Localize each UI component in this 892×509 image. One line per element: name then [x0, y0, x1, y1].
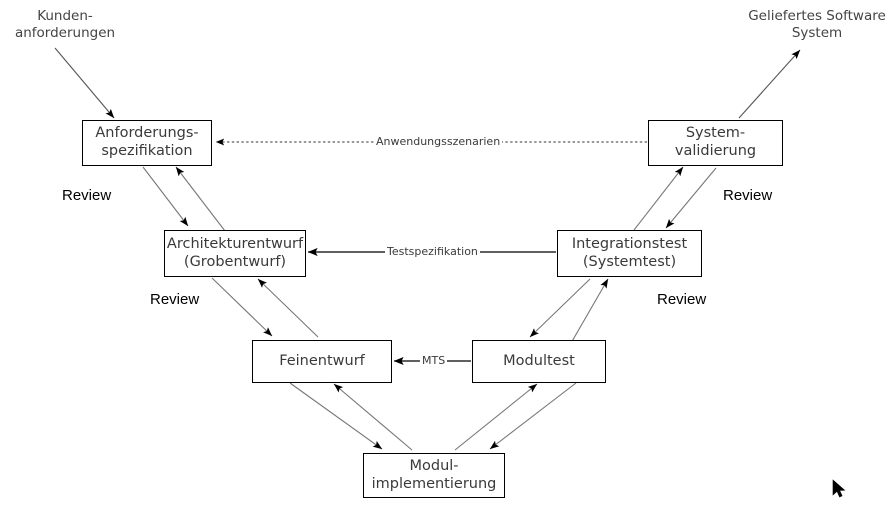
box-systemvalidierung[interactable]: System- validierung	[648, 120, 783, 166]
box-integrationstest[interactable]: Integrationstest (Systemtest)	[557, 230, 702, 277]
label-kundenanforderungen-line2: anforderungen	[14, 25, 116, 42]
review-label-left-top: Review	[62, 187, 112, 204]
arrow-feinentwurf-to-modulimplementierung	[289, 382, 383, 450]
arrow-architekturentwurf-to-anforderungsspezifikation	[175, 166, 226, 232]
box-modultest-line1: Modultest	[503, 352, 575, 369]
label-geliefertes-system-line1: Geliefertes Software	[748, 8, 886, 24]
label-geliefertes-system-line2: System	[791, 25, 843, 42]
mouse-cursor	[832, 479, 846, 498]
box-systemvalidierung-line1: System-	[685, 125, 746, 142]
edge-label-anwendungsszenarien: Anwendungsszenarien	[374, 135, 503, 148]
arrow-integrationstest-to-modultest	[529, 278, 591, 338]
box-integrationstest-line1: Integrationstest	[571, 235, 688, 252]
arrow-systemvalidierung-to-integrationstest	[665, 167, 717, 229]
review-label-right-top: Review	[723, 187, 773, 204]
box-integrationstest-line2: (Systemtest)	[582, 253, 677, 270]
box-anforderungsspezifikation-line1: Anforderungs-	[95, 125, 199, 142]
arrow-architekturentwurf-to-feinentwurf	[211, 277, 273, 337]
box-architekturentwurf-line1: Architekturentwurf	[166, 235, 304, 252]
label-kundenanforderungen: Kunden- anforderungen	[2, 8, 128, 43]
box-modulimplementierung[interactable]: Modul- implementierung	[363, 453, 505, 498]
arrow-modulimplementierung-to-modultest	[454, 383, 538, 451]
arrow-systemvalidierung-to-geliefertes-system	[738, 49, 801, 119]
review-label-right-bottom: Review	[657, 291, 707, 308]
arrow-modultest-to-modulimplementierung	[489, 382, 577, 450]
arrow-integrationstest-to-systemvalidierung	[633, 166, 684, 231]
box-modulimplementierung-line2: implementierung	[371, 475, 497, 492]
label-kundenanforderungen-line1: Kunden-	[37, 8, 93, 24]
arrow-feinentwurf-to-architekturentwurf	[257, 278, 319, 338]
box-modultest[interactable]: Modultest	[472, 340, 606, 383]
review-label-left-bottom: Review	[150, 291, 200, 308]
box-systemvalidierung-line2: validierung	[674, 143, 757, 159]
label-geliefertes-system: Geliefertes Software System	[742, 8, 892, 43]
box-anforderungsspezifikation[interactable]: Anforderungs- spezifikation	[82, 120, 212, 166]
box-anforderungsspezifikation-line2: spezifikation	[101, 143, 193, 159]
edge-label-mts: MTS	[420, 354, 448, 367]
box-feinentwurf[interactable]: Feinentwurf	[252, 340, 392, 383]
edge-label-testspezifikation: Testspezifikation	[385, 245, 480, 258]
arrow-kundenanforderungen-to-anforderungsspezifikation	[54, 47, 115, 119]
box-architekturentwurf-line2: (Grobentwurf)	[183, 253, 287, 270]
arrow-modulimplementierung-to-feinentwurf	[333, 383, 413, 451]
box-modulimplementierung-line1: Modul-	[409, 457, 459, 474]
arrow-anforderungsspezifikation-to-architekturentwurf	[142, 166, 189, 227]
box-architekturentwurf[interactable]: Architekturentwurf (Grobentwurf)	[164, 230, 306, 277]
box-feinentwurf-line1: Feinentwurf	[279, 352, 365, 369]
